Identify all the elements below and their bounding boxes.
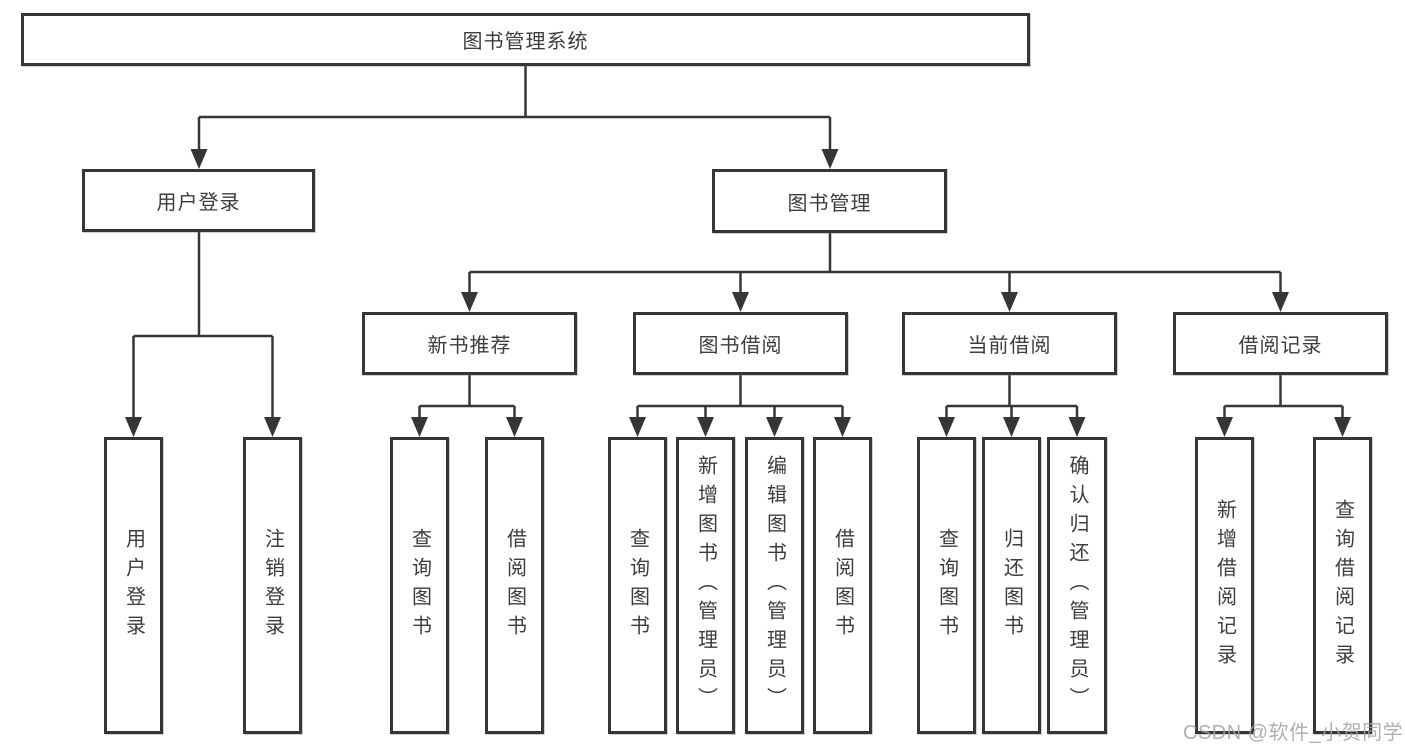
leaf-logout: 注销登录 xyxy=(243,437,302,734)
arrowheads xyxy=(125,149,1351,437)
node-label: 编辑图书（管理员） xyxy=(763,455,786,716)
leaf-borrow-books-recommend: 借阅图书 xyxy=(485,437,544,734)
leaf-return-books: 归还图书 xyxy=(982,437,1041,734)
node-label: 借阅图书 xyxy=(503,527,526,644)
node-label: 新增借阅记录 xyxy=(1213,498,1236,673)
node-label: 查询图书 xyxy=(408,527,431,644)
node-label: 用户登录 xyxy=(122,527,145,644)
leaf-borrow-books: 借阅图书 xyxy=(813,437,872,734)
node-book-borrowing: 图书借阅 xyxy=(633,312,848,375)
leaf-edit-books-admin: 编辑图书（管理员） xyxy=(745,437,804,734)
node-label: 当前借阅 xyxy=(967,335,1052,357)
node-label: 新书推荐 xyxy=(427,335,512,357)
leaf-query-borrow-record: 查询借阅记录 xyxy=(1313,437,1372,734)
node-label: 注销登录 xyxy=(261,527,284,644)
node-label: 图书借阅 xyxy=(698,335,783,357)
leaf-user-login: 用户登录 xyxy=(104,437,163,734)
node-label: 图书管理系统 xyxy=(462,31,589,53)
node-label: 借阅记录 xyxy=(1238,335,1323,357)
csdn-watermark: CSDN @软件_小贺同学 xyxy=(1183,722,1404,744)
node-label: 图书管理 xyxy=(787,192,872,215)
node-label: 查询借阅记录 xyxy=(1331,498,1354,673)
leaf-query-books-recommend: 查询图书 xyxy=(390,437,449,734)
leaf-confirm-return-admin: 确认归还（管理员） xyxy=(1047,437,1107,734)
leaf-add-books-admin: 新增图书（管理员） xyxy=(676,437,735,734)
node-label: 用户登录 xyxy=(156,192,241,214)
node-label: 新增图书（管理员） xyxy=(694,455,717,716)
node-label: 查询图书 xyxy=(626,527,649,644)
leaf-query-books-current: 查询图书 xyxy=(917,437,976,734)
node-label: 查询图书 xyxy=(935,527,958,644)
node-root: 图书管理系统 xyxy=(21,13,1030,66)
node-label: 归还图书 xyxy=(1000,527,1023,644)
node-current-borrowing: 当前借阅 xyxy=(902,312,1117,375)
node-new-book-recommendation: 新书推荐 xyxy=(362,312,577,375)
leaf-add-borrow-record: 新增借阅记录 xyxy=(1195,437,1254,734)
node-label: 确认归还（管理员） xyxy=(1066,455,1088,716)
node-borrowing-records: 借阅记录 xyxy=(1173,312,1388,375)
leaf-query-books-borrow: 查询图书 xyxy=(608,437,667,734)
node-label: 借阅图书 xyxy=(831,527,854,644)
node-user-login: 用户登录 xyxy=(82,169,315,232)
node-book-management: 图书管理 xyxy=(712,169,947,233)
